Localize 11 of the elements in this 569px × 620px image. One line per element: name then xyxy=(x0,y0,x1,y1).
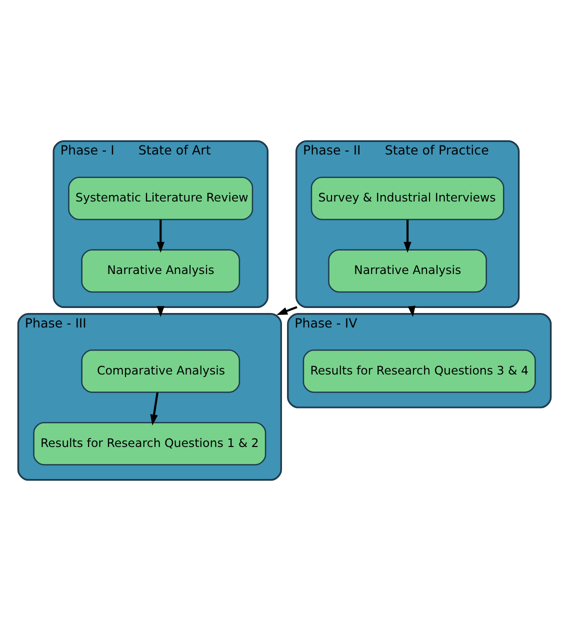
arrow xyxy=(156,219,164,252)
node-box: Results for Research Questions 1 & 2 xyxy=(33,421,266,465)
node-box: Narrative Analysis xyxy=(81,248,240,292)
node-box: Results for Research Questions 3 & 4 xyxy=(302,348,536,392)
node-box: Systematic Literature Review xyxy=(68,176,254,220)
node-box: Narrative Analysis xyxy=(328,248,487,292)
node-box: Survey & Industrial Interviews xyxy=(310,176,504,220)
node-box: Comparative Analysis xyxy=(81,348,240,392)
arrow xyxy=(276,306,298,315)
arrow xyxy=(150,392,158,426)
arrow xyxy=(404,219,412,252)
